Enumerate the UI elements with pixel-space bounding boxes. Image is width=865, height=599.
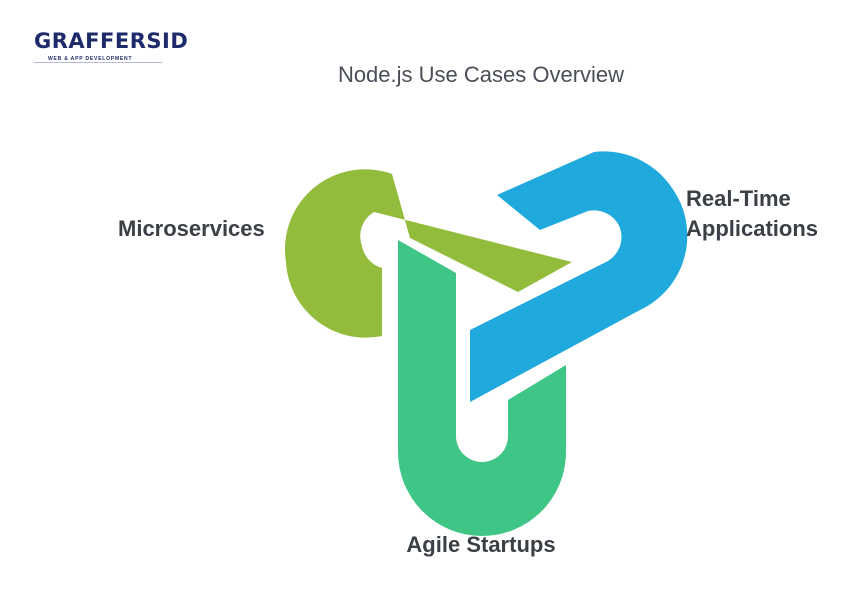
logo-brand-suffix: ID bbox=[162, 29, 189, 53]
real-time-link bbox=[470, 151, 688, 402]
real-time-label-line1: Real-Time bbox=[686, 186, 791, 211]
microservices-label: Microservices bbox=[118, 216, 265, 241]
logo-divider bbox=[34, 62, 162, 63]
real-time-label-line2: Applications bbox=[686, 216, 819, 241]
page-title: Node.js Use Cases Overview bbox=[337, 62, 625, 87]
logo: GRAFFERSID WEB & APP DEVELOPMENT bbox=[34, 28, 188, 68]
logo-tagline: WEB & APP DEVELOPMENT bbox=[48, 56, 133, 62]
logo-brand: GRAFFERS bbox=[34, 29, 162, 53]
agile-startups-label: Agile Startups bbox=[406, 532, 556, 557]
agile-startups-link bbox=[398, 240, 566, 536]
logo-wordmark: GRAFFERSID bbox=[34, 28, 188, 54]
microservices-link bbox=[284, 169, 572, 338]
real-time-applications-label: Real-Time Applications bbox=[686, 184, 818, 244]
